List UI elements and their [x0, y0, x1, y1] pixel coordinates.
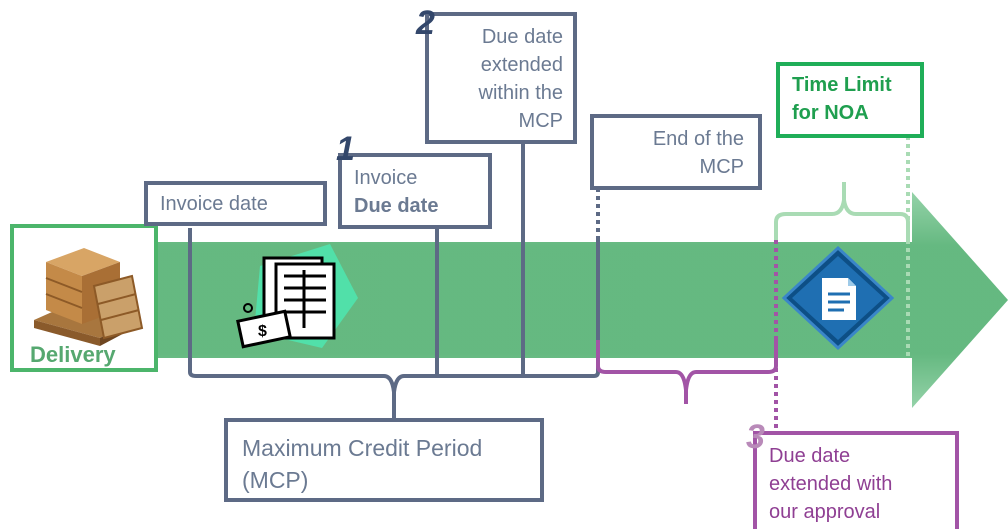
time-limit-box: Time Limit for NOA [776, 62, 924, 138]
end-mcp-line1: End of the [652, 128, 744, 150]
step3-line3: our approval [769, 501, 881, 523]
step1-line2: Due date [354, 195, 439, 217]
step2-line2: extended [480, 54, 563, 76]
step3-line2: extended with [769, 473, 893, 495]
svg-text:$: $ [258, 323, 267, 340]
package-icon [34, 248, 144, 346]
step3-box: Due date extended with our approval [753, 431, 959, 529]
step1-number: 1 [336, 130, 355, 168]
mcp-bracket [188, 228, 600, 418]
step2-line4: MCP [518, 110, 563, 132]
step3-line1: Due date [769, 445, 851, 467]
invoice-money-icon: $ [236, 244, 358, 349]
step2-line3: within the [478, 82, 564, 104]
end-mcp-line2: MCP [699, 156, 744, 178]
mcp-box: Maximum Credit Period (MCP) [224, 418, 544, 502]
timeline-arrow [60, 192, 1008, 408]
step3-number: 3 [746, 418, 765, 456]
document-icon [781, 245, 895, 351]
end-mcp-box: End of the MCP [590, 114, 762, 190]
mcp-line2: (MCP) [242, 467, 309, 493]
time-limit-line1: Time Limit [792, 74, 892, 96]
step1-line1: Invoice [354, 167, 418, 189]
step2-number: 2 [416, 4, 435, 42]
delivery-label: Delivery [30, 342, 116, 367]
delivery-box: Delivery [10, 224, 158, 372]
invoice-date-box: Invoice date [144, 181, 327, 226]
invoice-date-label: Invoice date [160, 193, 268, 215]
step2-line1: Due date [481, 26, 563, 48]
time-limit-line2: for NOA [792, 102, 869, 124]
noa-brace [774, 182, 910, 240]
step2-box: Due date extended within the MCP [425, 12, 577, 144]
mcp-line1: Maximum Credit Period [242, 435, 483, 461]
step1-box: Invoice Due date [338, 153, 492, 229]
